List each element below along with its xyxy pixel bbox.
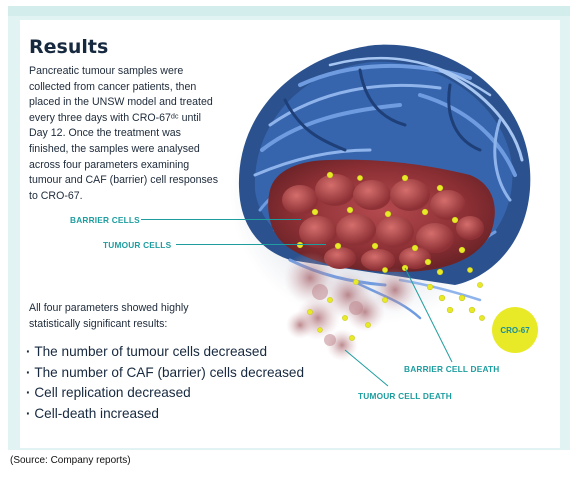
intro-paragraph: Pancreatic tumour samples were collected…: [29, 65, 218, 202]
source-caption: (Source: Company reports): [10, 455, 131, 466]
findings-list: The number of tumour cells decreased The…: [26, 342, 304, 424]
summary-paragraph: All four parameters showed highly statis…: [29, 302, 189, 330]
cro-67-drug-bubble: CRO-67: [492, 307, 538, 353]
tumour-cells-leader: [176, 244, 326, 245]
tumour-cell-death-leader: [344, 349, 389, 387]
finding-item: The number of CAF (barrier) cells decrea…: [26, 363, 304, 384]
drug-particles: [296, 171, 485, 341]
barrier-cells-label: BARRIER CELLS: [70, 215, 140, 225]
cro-67-label: CRO-67: [500, 325, 530, 335]
panel-top-band: [8, 6, 570, 16]
tumour-cells: [282, 174, 484, 271]
results-title: Results: [29, 36, 109, 58]
finding-item: The number of tumour cells decreased: [26, 342, 304, 363]
tumour-cell-death-label: TUMOUR CELL DEATH: [358, 391, 452, 401]
finding-item: Cell replication decreased: [26, 383, 304, 404]
barrier-cell-death-leader: [404, 267, 453, 363]
tumour-cells-label: TUMOUR CELLS: [103, 240, 172, 250]
barrier-cells-leader: [141, 219, 301, 220]
finding-item: Cell-death increased: [26, 404, 304, 425]
barrier-cell-death-label: BARRIER CELL DEATH: [404, 364, 500, 374]
